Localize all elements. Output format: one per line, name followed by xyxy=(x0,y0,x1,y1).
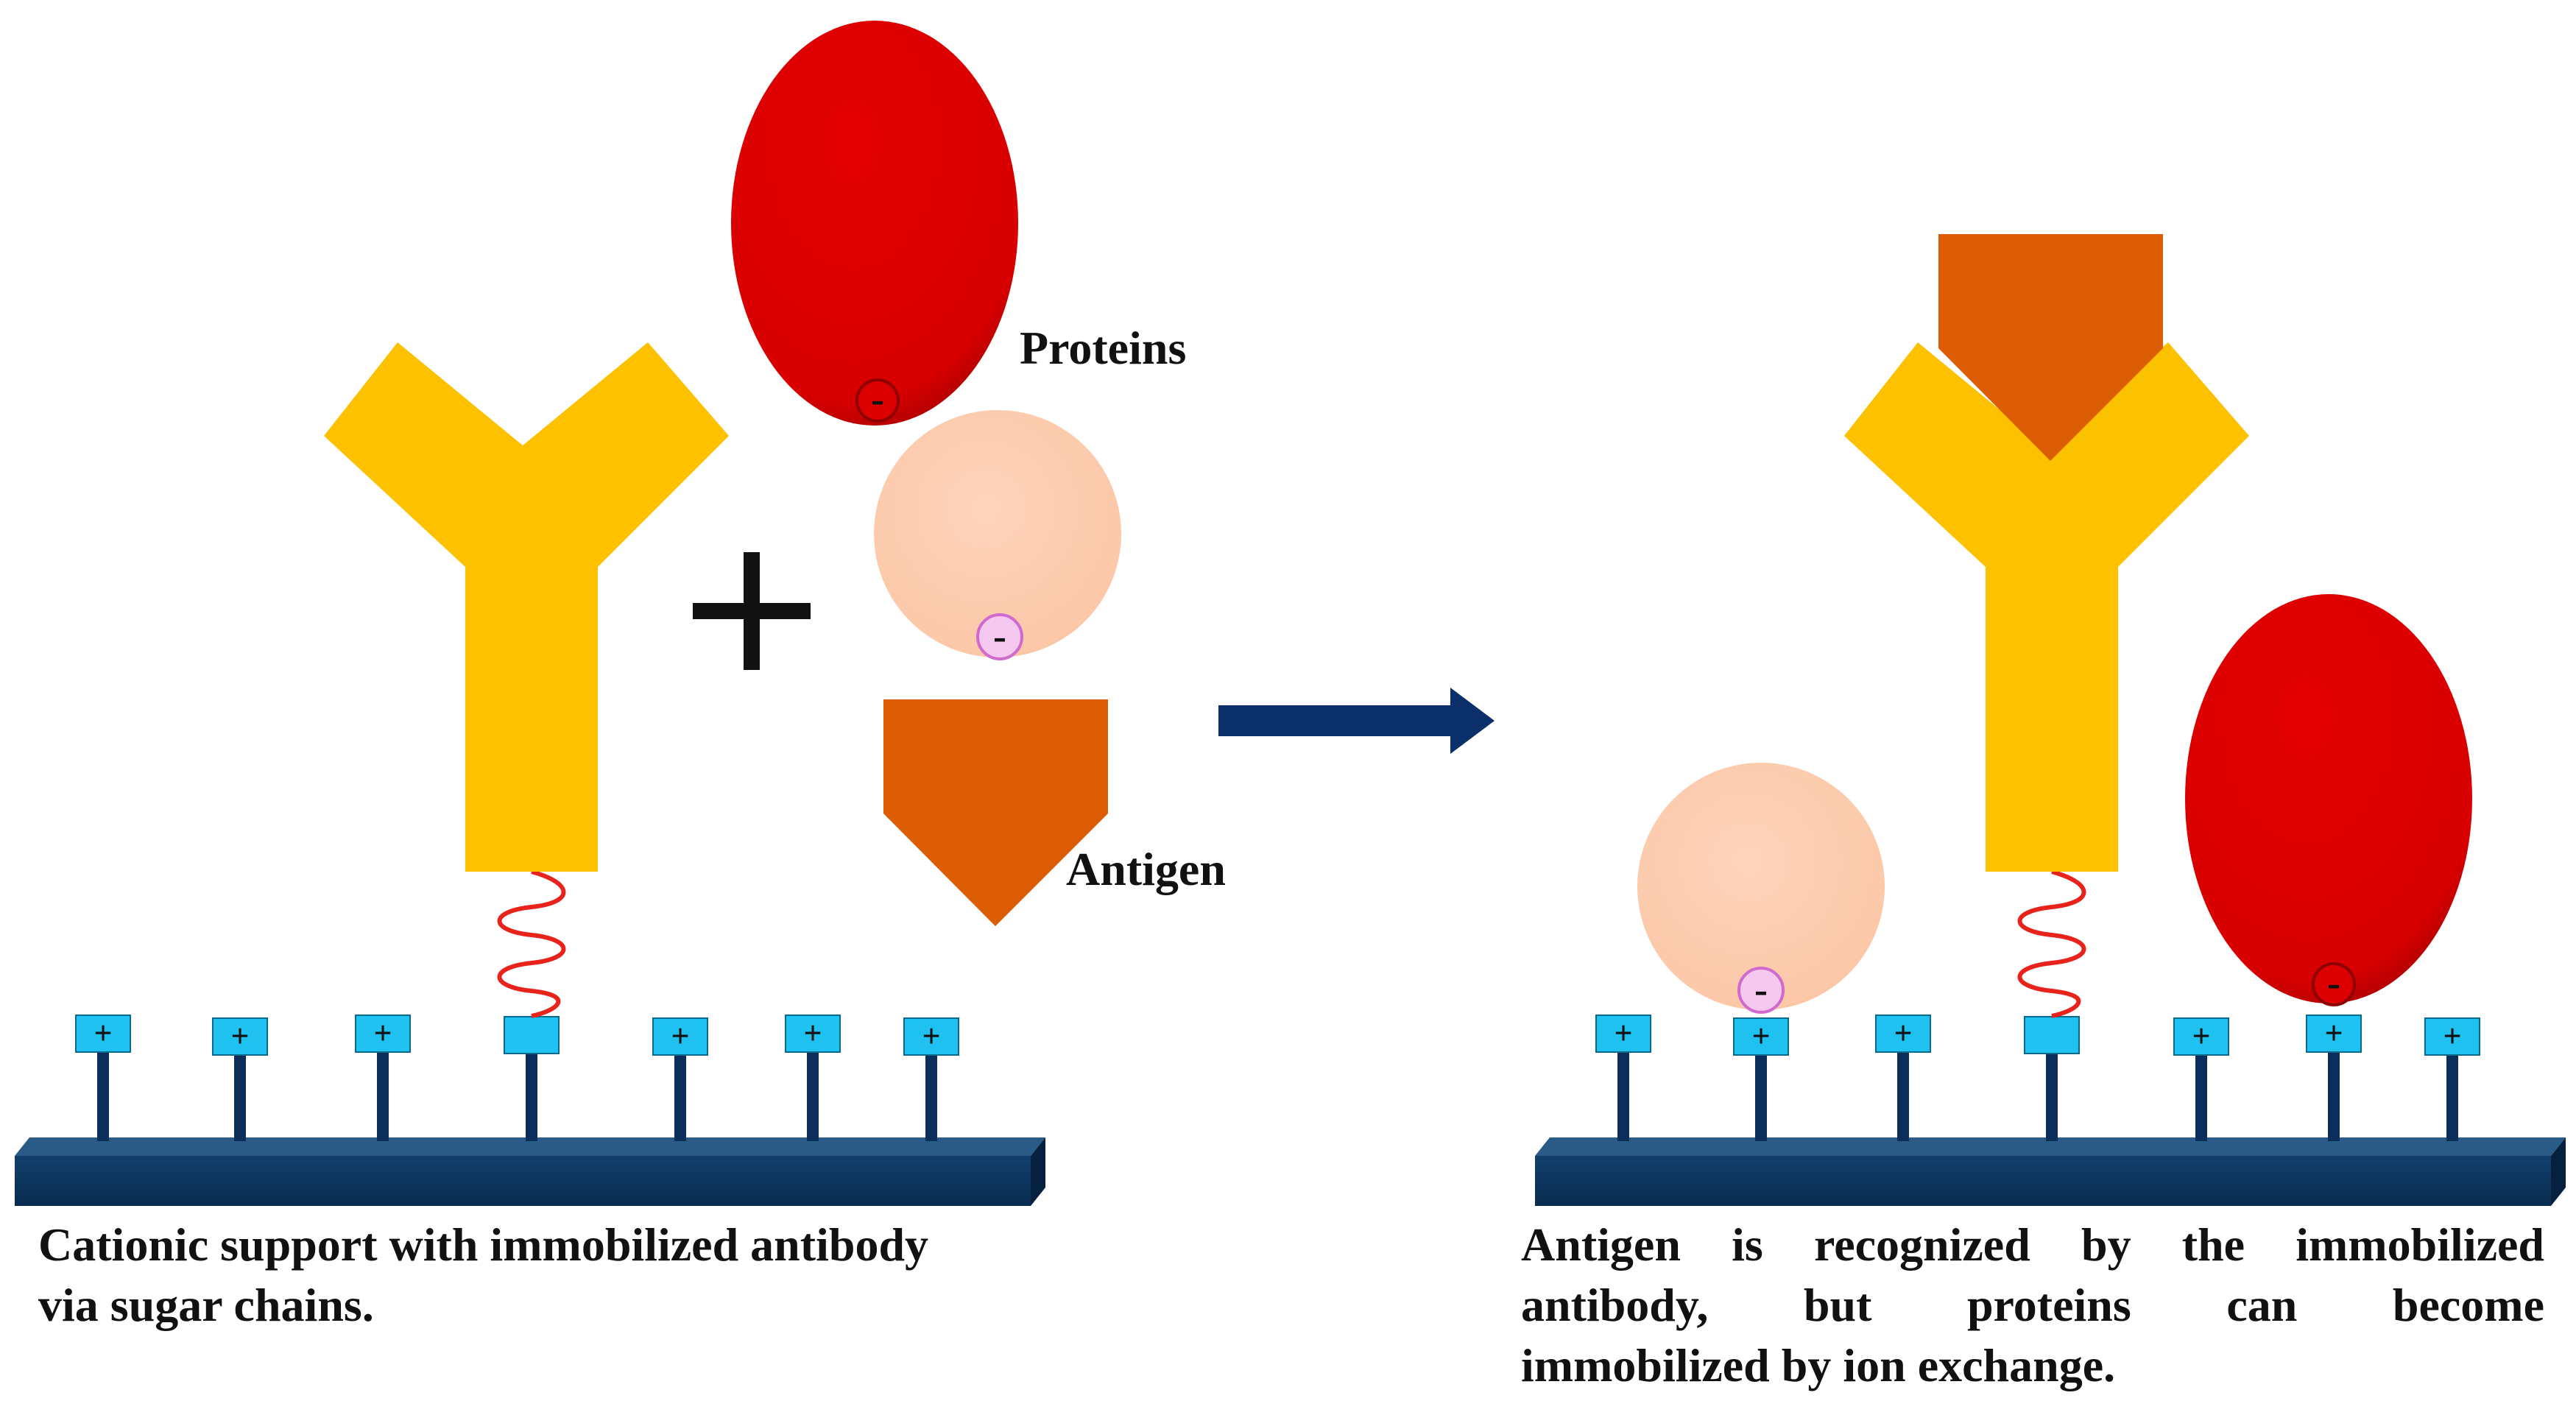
positive-charge: + xyxy=(1751,1018,1770,1054)
negative-charge: - xyxy=(1754,967,1768,1012)
charge-post: + xyxy=(1595,1015,1651,1141)
sugar-chain-icon xyxy=(2017,869,2086,1018)
charge-post: + xyxy=(212,1017,268,1141)
antibody-icon xyxy=(324,342,729,872)
caption-left-line: Cationic support with immobilized antibo… xyxy=(38,1218,929,1271)
caption-right-line: Antigen is recognized by the immobilized xyxy=(1521,1218,2544,1271)
left-panel: + + + + + + xyxy=(15,21,1226,1206)
charge-post: + xyxy=(1733,1017,1789,1141)
positive-charge: + xyxy=(373,1015,392,1051)
charge-post: + xyxy=(903,1017,959,1141)
positive-charge: + xyxy=(2324,1015,2343,1051)
positive-charge: + xyxy=(922,1018,940,1054)
reaction-arrow-icon xyxy=(1218,688,1495,754)
negative-charge: - xyxy=(2327,961,2340,1005)
antigen-label: Antigen xyxy=(1066,843,1226,895)
small-protein-icon: - xyxy=(1637,763,1885,1014)
negative-charge: - xyxy=(993,614,1006,658)
charge-post: + xyxy=(2173,1017,2229,1141)
positive-charge: + xyxy=(230,1018,249,1054)
antigen-icon xyxy=(1938,234,2163,461)
right-panel: + + + + + + xyxy=(1535,234,2566,1206)
anchor-post xyxy=(504,1016,560,1141)
large-protein-icon: - xyxy=(2185,594,2472,1006)
large-protein-icon: - xyxy=(731,21,1018,426)
caption-left: Cationic support with immobilized antibo… xyxy=(38,1215,1025,1335)
positive-charge: + xyxy=(1894,1015,1912,1051)
positive-charge: + xyxy=(1614,1015,1632,1051)
antibody-icon xyxy=(1844,342,2249,872)
positive-charge: + xyxy=(671,1018,689,1054)
positive-charge: + xyxy=(803,1015,822,1051)
positive-charge: + xyxy=(93,1015,112,1051)
cationic-support-left xyxy=(15,1137,1045,1206)
cationic-support-right xyxy=(1535,1137,2566,1206)
negative-charge: - xyxy=(871,377,884,421)
charge-post: + xyxy=(652,1017,708,1141)
antigen-icon xyxy=(883,699,1108,926)
sugar-chain-icon xyxy=(497,869,566,1018)
positive-charge: + xyxy=(2192,1018,2210,1054)
proteins-label: Proteins xyxy=(1020,322,1186,374)
caption-right: Antigen is recognized by the immobilized… xyxy=(1521,1215,2544,1396)
caption-left-line: via sugar chains. xyxy=(38,1279,374,1331)
anchor-post xyxy=(2024,1016,2080,1141)
charge-post: + xyxy=(1875,1015,1931,1141)
charge-post: + xyxy=(355,1015,411,1141)
caption-right-line: antibody, but proteins can become xyxy=(1521,1279,2544,1331)
caption-right-line: immobilized by ion exchange. xyxy=(1521,1339,2116,1391)
charge-post: + xyxy=(785,1015,841,1141)
plus-sign-icon xyxy=(693,552,811,670)
charge-post: + xyxy=(2306,1015,2362,1141)
charge-post: + xyxy=(75,1015,131,1141)
positive-charge: + xyxy=(2443,1018,2461,1054)
charge-post: + xyxy=(2424,1017,2480,1141)
small-protein-icon: - xyxy=(874,410,1121,660)
